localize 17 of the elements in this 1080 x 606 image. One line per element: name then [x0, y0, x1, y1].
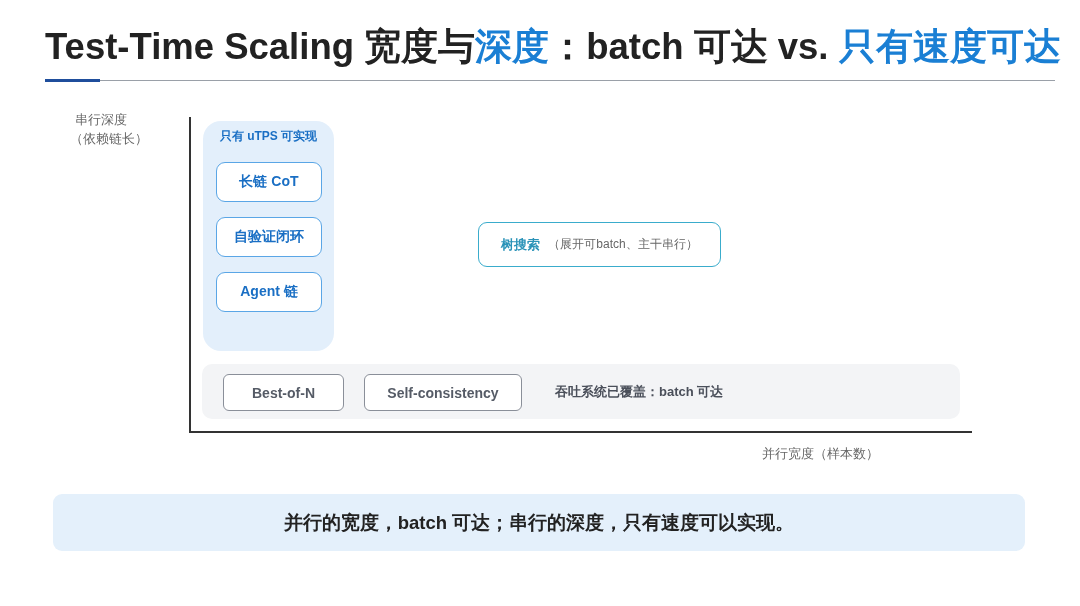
title: Test-Time Scaling 宽度与深度：batch 可达 vs. 只有速度可达 — [45, 25, 1061, 69]
label-box: 自验证闭环 — [216, 217, 322, 257]
axis-label: 并行宽度（样本数） — [762, 446, 879, 462]
axis-label: （依赖链长） — [70, 131, 148, 147]
band-panel — [202, 364, 960, 419]
box-title: 树搜索 — [501, 235, 541, 254]
axis-label: 串行深度 — [75, 112, 127, 128]
label-box: Agent 链 — [216, 272, 322, 312]
label-box: Best-of-N — [223, 374, 344, 411]
label-box — [478, 222, 721, 267]
note-text: 吞吐系统已覆盖：batch 可达 — [555, 384, 724, 400]
label-box: 长链 CoT — [216, 162, 322, 202]
group-panel — [203, 121, 334, 351]
panel-heading: 只有 uTPS 可实现 — [218, 128, 319, 144]
label-box: Self-consistency — [364, 374, 522, 411]
box-note: （展开可batch、主干串行） — [548, 236, 698, 253]
summary-banner: 并行的宽度，batch 可达；串行的深度，只有速度可以实现。 — [53, 494, 1025, 551]
